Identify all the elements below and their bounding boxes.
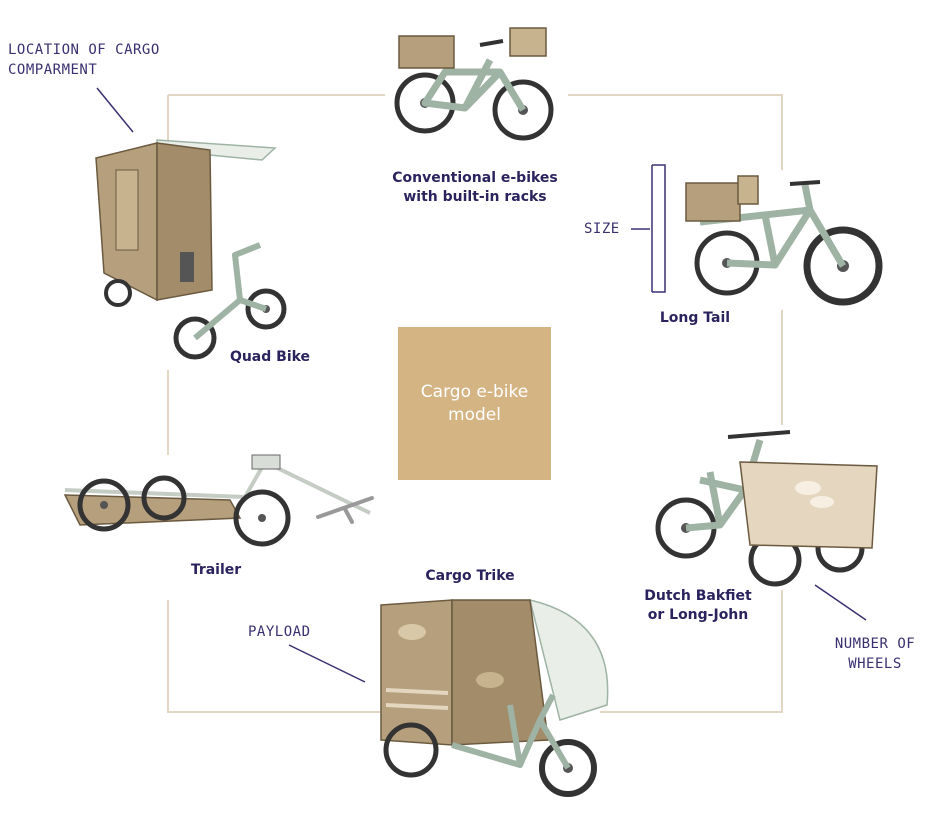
- label-quad-bike: Quad Bike: [229, 349, 311, 365]
- annotation-number-of-wheels: NUMBER OF WHEELS: [834, 636, 916, 672]
- conventional-ebike-illustration: [394, 27, 554, 141]
- trailer-illustration: [63, 454, 374, 547]
- quad-bike-illustration: [95, 139, 287, 360]
- label-long-tail: Long Tail: [659, 310, 731, 326]
- dutch-bakfiet-illustration: [655, 430, 878, 587]
- annotation-size: SIZE: [584, 221, 620, 237]
- label-trailer: Trailer: [190, 562, 242, 578]
- annotation-lines: [96, 87, 867, 683]
- cargo-trike-illustration: [380, 598, 609, 797]
- long-tail-illustration: [685, 175, 883, 306]
- label-cargo-trike: Cargo Trike: [425, 568, 515, 584]
- label-dutch-bakfiet: Dutch Bakfiet or Long-John: [644, 588, 752, 623]
- annotation-cargo-location: LOCATION OF CARGO COMPARMENT: [8, 42, 160, 78]
- center-model-box: Cargo e-bike model: [398, 327, 551, 480]
- annotation-payload: PAYLOAD: [248, 624, 311, 640]
- label-conventional-ebikes: Conventional e-bikes with built-in racks: [392, 170, 558, 205]
- center-model-label: Cargo e-bike model: [420, 381, 529, 425]
